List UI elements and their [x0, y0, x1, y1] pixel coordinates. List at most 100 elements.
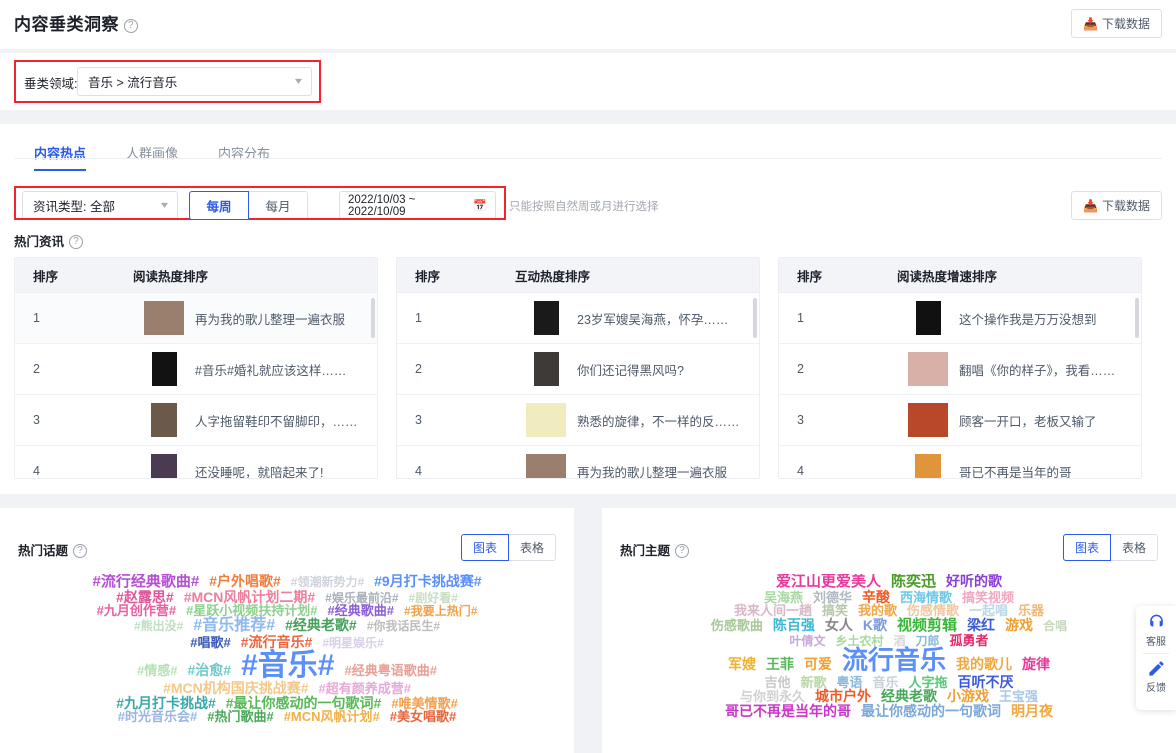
word-cloud-term[interactable]: #MCN机构国庆挑战赛#: [163, 680, 309, 697]
hot-theme-table-view-button[interactable]: 表格: [1110, 534, 1158, 561]
word-cloud-term[interactable]: #最让你感动的一句歌词#: [225, 694, 382, 711]
word-cloud-term[interactable]: #经典歌曲#: [327, 603, 395, 619]
word-cloud-term[interactable]: 陈奕迅: [891, 574, 937, 590]
word-cloud-term[interactable]: 王菲: [765, 656, 794, 673]
word-cloud-term[interactable]: 城市户外: [815, 688, 871, 705]
word-cloud-term[interactable]: 明月夜: [1011, 703, 1053, 720]
table-row[interactable]: 3 顾客一开口，老板又输了: [779, 395, 1141, 446]
help-icon[interactable]: ?: [73, 544, 88, 558]
word-cloud-term[interactable]: #经典老歌#: [285, 617, 357, 634]
vertical-select[interactable]: 音乐 > 流行音乐 ▾: [77, 67, 312, 96]
period-week-button[interactable]: 每周: [189, 191, 249, 220]
table-row[interactable]: 3 人字拖留鞋印不留脚印，……: [15, 395, 377, 446]
word-cloud-term[interactable]: #治愈#: [187, 661, 232, 678]
table-row[interactable]: 3 熟悉的旋律，不一样的反……: [397, 395, 759, 446]
word-cloud-term[interactable]: #情感#: [137, 662, 178, 678]
hot-topic-table-view-button[interactable]: 表格: [508, 534, 556, 561]
word-cloud-term[interactable]: #超有颜养成营#: [318, 681, 411, 697]
word-cloud-term[interactable]: 辛酸: [862, 588, 890, 605]
tab-content-hotspot[interactable]: 内容热点: [14, 134, 107, 171]
word-cloud-term[interactable]: 叶倩文: [789, 633, 826, 648]
word-cloud-term[interactable]: 音乐: [872, 674, 899, 690]
date-range-picker[interactable]: 2022/10/03 ~ 2022/10/09 📅: [339, 191, 496, 220]
word-cloud-term[interactable]: #流行音乐#: [240, 633, 313, 650]
table-scrollbar[interactable]: [371, 298, 375, 338]
table-scrollbar[interactable]: [1135, 298, 1139, 338]
word-cloud-term[interactable]: #明星娱乐#: [322, 635, 384, 650]
word-cloud-term[interactable]: 吉他: [764, 674, 791, 690]
word-cloud-term[interactable]: 西海情歌: [900, 589, 953, 605]
word-cloud-term[interactable]: #星跃小视频扶持计划#: [186, 603, 318, 619]
help-icon[interactable]: ?: [675, 544, 690, 558]
table-row[interactable]: 1 再为我的歌儿整理一遍衣服: [15, 293, 377, 344]
word-cloud-term[interactable]: #热门歌曲#: [207, 709, 274, 725]
word-cloud-term[interactable]: #9月打卡挑战赛#: [374, 574, 482, 589]
help-icon[interactable]: ?: [124, 19, 138, 33]
word-cloud-term[interactable]: 新歌: [800, 674, 827, 690]
word-cloud-term[interactable]: 我的歌: [857, 603, 897, 619]
word-cloud-term[interactable]: #MCN风帆计划二期#: [183, 588, 316, 605]
word-cloud-term[interactable]: #唱歌#: [190, 634, 231, 650]
word-cloud-term[interactable]: #九月打卡挑战#: [116, 694, 216, 711]
download-data-button-top[interactable]: 📥 下载数据: [1071, 9, 1162, 38]
word-cloud-term[interactable]: 好听的歌: [946, 574, 1003, 589]
word-cloud-term[interactable]: #娱乐最前沿#: [325, 590, 399, 605]
word-cloud-term[interactable]: 人字拖: [908, 674, 948, 690]
table-row[interactable]: 4 哥已不再是当年的哥: [779, 446, 1141, 478]
word-cloud-term[interactable]: 可爱: [803, 656, 832, 673]
table-row[interactable]: 2 #音乐#婚礼就应该这样……: [15, 344, 377, 395]
word-cloud-term[interactable]: #时光音乐会#: [117, 709, 198, 725]
feedback-button[interactable]: 反馈: [1146, 659, 1166, 694]
word-cloud-term[interactable]: #美女唱歌#: [389, 709, 457, 725]
word-cloud-term[interactable]: 乐器: [1018, 603, 1045, 619]
word-cloud-term[interactable]: #赵露思#: [116, 588, 174, 605]
word-cloud-term[interactable]: #音乐推荐#: [193, 617, 276, 635]
word-cloud-term[interactable]: #你我话民生#: [366, 619, 441, 634]
word-cloud-term[interactable]: 酒: [893, 633, 906, 648]
customer-service-button[interactable]: 客服: [1146, 613, 1166, 648]
hot-topic-chart-view-button[interactable]: 图表: [461, 534, 509, 561]
word-cloud-term[interactable]: 爱江山更爱美人: [775, 574, 881, 590]
word-cloud-term[interactable]: 一起唱: [969, 603, 1009, 619]
word-cloud-term[interactable]: 与你到永久: [739, 689, 805, 705]
table-row[interactable]: 1 这个操作我是万万没想到: [779, 293, 1141, 344]
word-cloud-term[interactable]: 梁红: [967, 617, 996, 634]
word-cloud-term[interactable]: 陈百强: [772, 617, 815, 634]
table-row[interactable]: 4 还没睡呢，就陪起来了!: [15, 446, 377, 478]
table-row[interactable]: 2 翻唱《你的样子》，我看……: [779, 344, 1141, 395]
word-cloud-term[interactable]: 粤语: [836, 674, 863, 690]
word-cloud-term[interactable]: 军嫂: [727, 656, 756, 673]
word-cloud-term[interactable]: 哥已不再是当年的哥: [725, 703, 851, 720]
table-scrollbar[interactable]: [753, 298, 757, 338]
hot-theme-chart-view-button[interactable]: 图表: [1063, 534, 1111, 561]
word-cloud-term[interactable]: 刀郎: [915, 633, 940, 648]
word-cloud-term[interactable]: #流行经典歌曲#: [92, 574, 200, 590]
tab-content-distribution[interactable]: 内容分布: [218, 146, 271, 161]
word-cloud-term[interactable]: 视频剪辑: [897, 617, 958, 635]
word-cloud-term[interactable]: #九月创作营#: [96, 603, 177, 619]
download-data-button-main[interactable]: 📥 下载数据: [1071, 191, 1162, 220]
word-cloud-term[interactable]: 搞笑视频: [962, 589, 1015, 605]
word-cloud-term[interactable]: 伤感歌曲: [710, 618, 763, 634]
word-cloud-term[interactable]: 王宝强: [999, 689, 1039, 705]
word-cloud-term[interactable]: 女人: [824, 617, 853, 634]
word-cloud-term[interactable]: 我来人间一趟: [733, 603, 812, 619]
tab-audience-profile[interactable]: 人群画像: [126, 146, 179, 161]
word-cloud-term[interactable]: 伤感情歌: [907, 603, 960, 619]
table-row[interactable]: 4 再为我的歌儿整理一遍衣服: [397, 446, 759, 478]
word-cloud-term[interactable]: 孤勇者: [949, 632, 989, 648]
word-cloud-term[interactable]: K歌: [862, 617, 888, 634]
word-cloud-term[interactable]: 合唱: [1043, 619, 1068, 634]
word-cloud-term[interactable]: 流行音乐: [841, 645, 946, 676]
word-cloud-term[interactable]: #MCN风帆计划#: [283, 709, 380, 725]
word-cloud-term[interactable]: #经典粤语歌曲#: [344, 662, 437, 678]
word-cloud-term[interactable]: 搞笑: [821, 603, 848, 619]
word-cloud-term[interactable]: 经典老歌: [881, 688, 937, 705]
word-cloud-term[interactable]: #唯美情歌#: [391, 695, 458, 711]
word-cloud-term[interactable]: 乡土农村: [835, 633, 884, 648]
word-cloud-term[interactable]: 我的歌儿: [956, 656, 1012, 673]
table-row[interactable]: 2 你们还记得黑风吗?: [397, 344, 759, 395]
word-cloud-term[interactable]: 吴海燕: [763, 589, 803, 605]
table-row[interactable]: 1 23岁军嫂吴海燕，怀孕……: [397, 293, 759, 344]
word-cloud-term[interactable]: 游戏: [1005, 617, 1034, 634]
